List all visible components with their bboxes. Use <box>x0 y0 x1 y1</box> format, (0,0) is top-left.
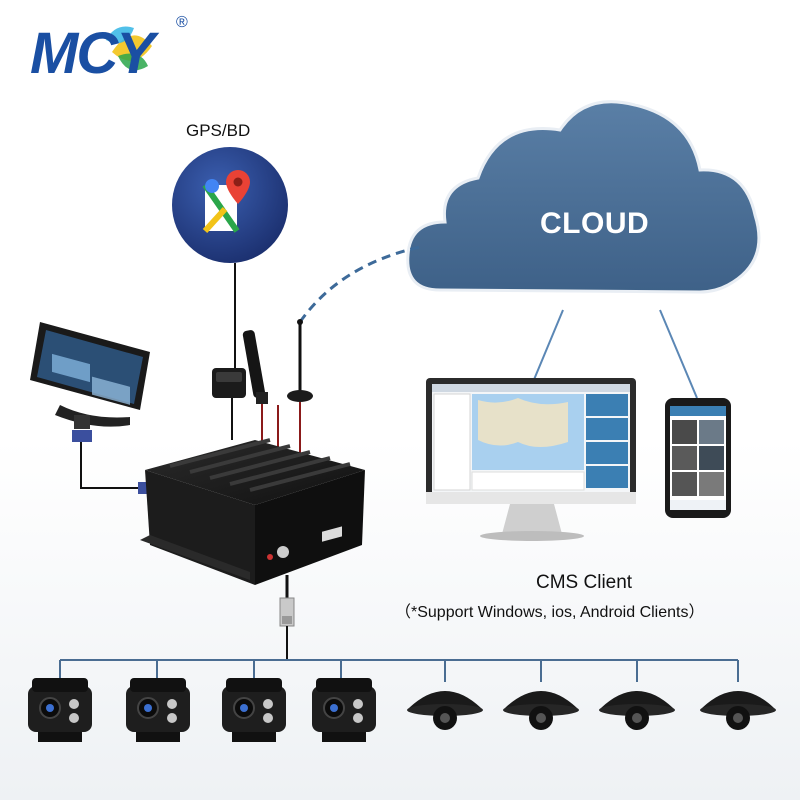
box-camera <box>312 678 376 742</box>
cms-client-subtitle: （*Support Windows, ios, Android Clients） <box>395 604 705 621</box>
cloud-to-pc-line <box>532 309 564 383</box>
box-camera <box>222 678 286 742</box>
registered-mark: ® <box>176 14 188 31</box>
cloud-label: CLOUD <box>540 207 650 240</box>
mdvr-recorder <box>140 438 365 585</box>
cloud-shape <box>406 100 761 294</box>
wifi-antenna <box>287 319 313 402</box>
gps-label: GPS/BD <box>186 121 251 140</box>
dome-camera <box>407 691 483 730</box>
cloud-to-phone-line <box>659 309 698 399</box>
gps-icon <box>172 147 288 263</box>
box-camera <box>28 678 92 742</box>
cms-client-title: CMS Client <box>536 572 633 593</box>
dome-camera <box>700 691 776 730</box>
monitor-cable <box>80 442 140 489</box>
dome-camera <box>503 691 579 730</box>
brand-logo: MCY <box>30 21 155 86</box>
monitor <box>30 322 150 442</box>
dome-camera <box>599 691 675 730</box>
smartphone <box>665 398 731 518</box>
desktop-pc <box>426 378 636 541</box>
ethernet-connector <box>279 575 295 660</box>
box-camera <box>126 678 190 742</box>
4g-antenna <box>242 330 268 404</box>
logo-mark <box>106 26 152 71</box>
gps-antenna <box>212 368 246 398</box>
wireless-link <box>298 245 421 323</box>
